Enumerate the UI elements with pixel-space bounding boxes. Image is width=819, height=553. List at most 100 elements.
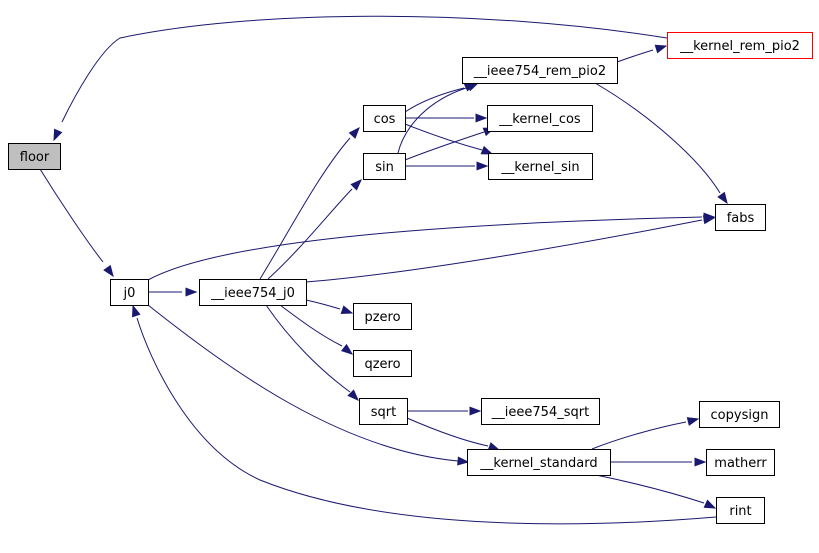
- edge-sin-to-kernel_sin: [405, 161, 489, 171]
- node-label: __ieee754_rem_pio2: [473, 64, 606, 79]
- edge-line: [136, 317, 717, 525]
- arrowhead-icon: [694, 457, 707, 467]
- node-box: [110, 279, 149, 306]
- node-fabs[interactable]: fabs: [715, 204, 766, 231]
- edge-kernel_rem_pio2-to-floor: [53, 15, 668, 142]
- node-box: [715, 204, 766, 231]
- node-box: [716, 497, 765, 524]
- node-ieee754-j0[interactable]: __ieee754_j0: [199, 279, 307, 306]
- arrowhead-icon: [53, 128, 63, 142]
- edge-line: [305, 299, 341, 310]
- arrowhead-icon: [654, 44, 668, 54]
- edge-ieee754_j0-to-sqrt: [265, 304, 359, 401]
- node-kernel-rem-pio2[interactable]: __kernel_rem_pio2: [667, 32, 813, 59]
- node-ieee754-rem-pio2[interactable]: __ieee754_rem_pio2: [462, 57, 618, 84]
- edge-cos-to-kernel_sin: [404, 123, 494, 155]
- arrowhead-icon: [703, 499, 717, 509]
- node-box: [667, 32, 813, 59]
- node-rint[interactable]: rint: [716, 497, 765, 524]
- arrowhead-icon: [702, 215, 716, 225]
- arrowhead-icon: [103, 264, 114, 278]
- node-label: __kernel_sin: [500, 160, 579, 175]
- edge-line: [595, 474, 705, 504]
- node-label: __kernel_standard: [479, 456, 597, 471]
- node-label: sqrt: [371, 405, 396, 420]
- node-label: __kernel_cos: [498, 112, 581, 127]
- edge-line: [406, 417, 489, 447]
- edge-line: [591, 421, 687, 450]
- node-box: [8, 143, 61, 170]
- node-kernel-standard[interactable]: __kernel_standard: [467, 449, 611, 476]
- node-box: [199, 279, 307, 306]
- edge-kernel_standard-to-matherr: [610, 457, 707, 467]
- node-sqrt[interactable]: sqrt: [359, 398, 408, 425]
- edge-line: [594, 82, 721, 194]
- node-floor[interactable]: floor: [8, 143, 61, 170]
- arrowhead-icon: [475, 113, 488, 123]
- edge-j0-to-ieee754_j0: [148, 287, 198, 297]
- edge-line: [279, 304, 343, 347]
- node-qzero[interactable]: qzero: [353, 350, 412, 377]
- edge-line: [39, 168, 104, 263]
- edge-line: [397, 87, 467, 154]
- node-box: [487, 105, 593, 132]
- edge-cos-to-ieee754_rem_pio2: [404, 82, 477, 113]
- node-box: [353, 303, 412, 330]
- node-label: copysign: [711, 408, 769, 423]
- node-box: [706, 449, 775, 476]
- edge-sqrt-to-ieee754_sqrt: [406, 406, 482, 416]
- node-label: matherr: [714, 456, 767, 471]
- node-sin[interactable]: sin: [363, 153, 406, 180]
- node-box: [488, 153, 593, 180]
- arrowhead-icon: [457, 456, 470, 466]
- node-ieee754-sqrt[interactable]: __ieee754_sqrt: [481, 398, 600, 425]
- node-box: [353, 350, 412, 377]
- edge-line: [147, 304, 459, 462]
- arrowhead-icon: [350, 179, 362, 191]
- edge-ieee754_j0-to-sin: [267, 179, 362, 280]
- node-box: [699, 401, 780, 428]
- node-kernel-cos[interactable]: __kernel_cos: [487, 105, 593, 132]
- arrowhead-icon: [347, 389, 359, 401]
- edge-line: [404, 123, 483, 151]
- edge-ieee754_j0-to-cos: [259, 126, 360, 280]
- edge-ieee754_rem_pio2-to-kernel_rem_pio2: [616, 44, 668, 63]
- node-box: [363, 105, 406, 132]
- node-label: __kernel_rem_pio2: [679, 39, 800, 54]
- node-pzero[interactable]: pzero: [353, 303, 412, 330]
- arrowhead-icon: [132, 304, 141, 318]
- arrowhead-icon: [686, 417, 700, 426]
- node-box: [481, 398, 600, 425]
- node-label: rint: [729, 504, 751, 519]
- edge-ieee754_j0-to-qzero: [279, 304, 354, 355]
- edge-cos-to-kernel_cos: [405, 113, 488, 123]
- edge-line: [259, 137, 351, 280]
- edge-ieee754_rem_pio2-to-fabs: [594, 82, 728, 205]
- node-label: __ieee754_sqrt: [491, 405, 589, 420]
- arrowhead-icon: [469, 406, 482, 416]
- node-label: sin: [375, 160, 394, 175]
- node-label: cos: [374, 112, 396, 127]
- node-j0[interactable]: j0: [110, 279, 149, 306]
- arrowhead-icon: [348, 126, 360, 139]
- edge-line: [616, 49, 654, 63]
- node-copysign[interactable]: copysign: [699, 401, 780, 428]
- arrowhead-icon: [717, 191, 728, 205]
- edge-line: [404, 131, 485, 161]
- edge-line: [404, 87, 465, 113]
- edge-line: [265, 304, 351, 393]
- arrowhead-icon: [340, 343, 354, 355]
- node-label: j0: [123, 286, 136, 301]
- edge-layer: [39, 15, 728, 525]
- node-cos[interactable]: cos: [363, 105, 406, 132]
- node-label: pzero: [364, 310, 400, 325]
- node-matherr[interactable]: matherr: [706, 449, 775, 476]
- edge-line: [147, 216, 703, 281]
- arrowhead-icon: [185, 287, 198, 297]
- arrowhead-icon: [340, 305, 354, 314]
- edge-line: [267, 188, 353, 280]
- edge-floor-to-j0: [39, 168, 114, 278]
- node-kernel-sin[interactable]: __kernel_sin: [488, 153, 593, 180]
- node-label: __ieee754_j0: [210, 286, 295, 301]
